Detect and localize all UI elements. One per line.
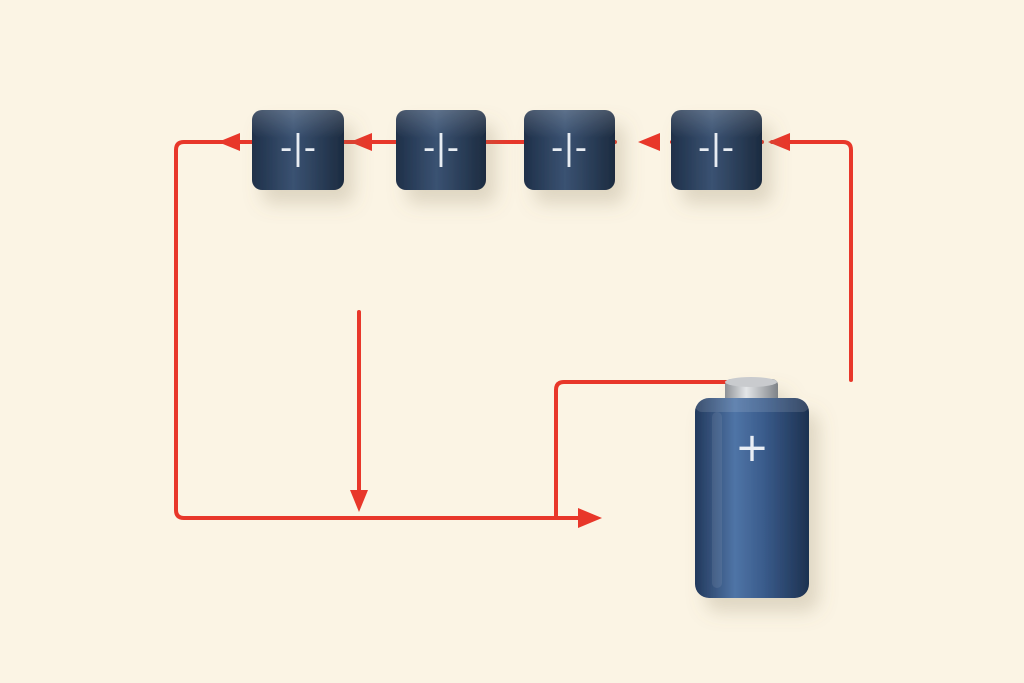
cell-4: -|- xyxy=(671,110,762,190)
battery-body xyxy=(695,398,809,598)
cells: -|- -|- -|- -|- xyxy=(252,110,762,190)
arrow-right xyxy=(578,508,602,528)
arrow-down xyxy=(350,490,368,512)
cell-symbol: -|- xyxy=(280,128,316,168)
cell-symbol: -|- xyxy=(423,128,459,168)
battery: + xyxy=(695,377,809,598)
cell-symbol: -|- xyxy=(698,128,734,168)
arrow-left-2 xyxy=(638,133,660,151)
arrowheads xyxy=(218,133,790,528)
arrow-left-4 xyxy=(218,133,240,151)
cell-3: -|- xyxy=(524,110,615,190)
cell-2: -|- xyxy=(396,110,486,190)
cell-1: -|- xyxy=(252,110,344,190)
arrow-left-1 xyxy=(768,133,790,151)
cell-symbol: -|- xyxy=(551,128,587,168)
battery-plus-symbol: + xyxy=(735,425,769,471)
arrow-left-3 xyxy=(350,133,372,151)
wire-right-riser xyxy=(770,140,853,382)
wire-battery-return xyxy=(554,380,730,520)
wire-left-loop xyxy=(174,140,357,520)
